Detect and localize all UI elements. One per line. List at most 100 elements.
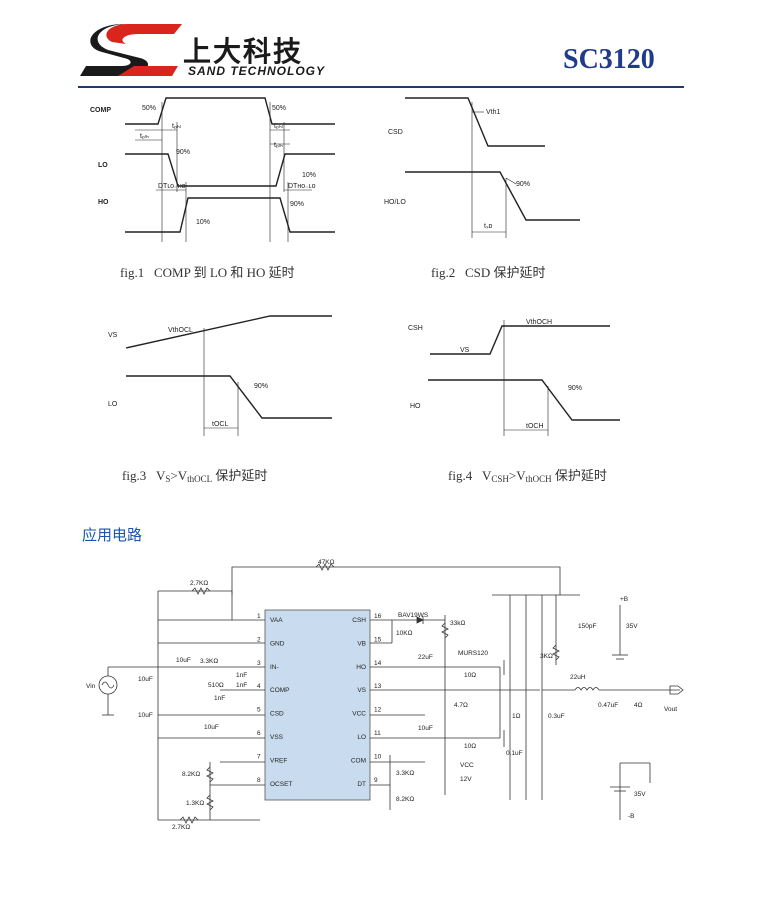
c-1nf-a-label: 1nF [236, 672, 247, 679]
vcc-label: VCC [460, 762, 474, 769]
fig1-label-50a: 50% [142, 105, 156, 112]
pb-label: +B [620, 596, 628, 603]
v35b-label: 35V [634, 791, 646, 798]
c-10u-e-label: 10uF [418, 725, 433, 732]
fig1-label-90b: 90% [290, 201, 304, 208]
r-82kb-label: 8.2KΩ [396, 796, 414, 803]
ic-pin-number: 11 [374, 730, 381, 737]
fig2-label-tsd: tₛᴅ [484, 223, 493, 230]
r-27a-label: 2.7KΩ [190, 580, 208, 587]
fig1-label-dt2: DTʜᴏ₋ʟᴏ [288, 183, 316, 190]
ic-pin-name: CSD [270, 711, 284, 718]
ic-pin-name: VSS [270, 734, 284, 741]
fig1-label-90a: 90% [176, 149, 190, 156]
fig1-caption: fig.1 COMP 到 LO 和 HO 延时 [120, 265, 295, 280]
fig1-label-10b: 10% [196, 219, 210, 226]
c-22u-label: 22uF [418, 654, 433, 661]
sand-logo-icon [80, 24, 182, 76]
fig1-label-50b: 50% [272, 105, 286, 112]
fig4-label-90: 90% [568, 385, 582, 392]
r-10b-label: 10Ω [464, 743, 476, 750]
ic-pin-number: 12 [374, 707, 382, 714]
c-03u-label: 0.3uF [548, 713, 565, 720]
mur-label: MURS120 [458, 650, 488, 657]
ic-pin-number: 4 [257, 683, 261, 690]
section-title: 应用电路 [82, 526, 143, 544]
ic-pin-number: 2 [257, 636, 261, 643]
header-rule [78, 86, 684, 88]
r-33kb-label: 3.3KΩ [396, 770, 414, 777]
r-13k-label: 1.3KΩ [186, 800, 204, 807]
fig1-label-10a: 10% [302, 172, 316, 179]
fig4-label-toch: tOCH [526, 423, 544, 430]
r-4-label: 4Ω [634, 702, 643, 709]
c-01u-label: 0.1uF [506, 750, 523, 757]
model-number: SC3120 [563, 44, 655, 75]
l-22u-label: 22uH [570, 674, 586, 681]
r-82k-label: 8.2KΩ [182, 771, 200, 778]
ic-pin-name: VREF [270, 757, 287, 764]
r-3k-label: 3KΩ [540, 653, 553, 660]
fig4-label-csh: CSH [408, 325, 423, 332]
ic-pin-name: LO [357, 734, 366, 741]
ic-pin-name: VAA [270, 617, 283, 624]
ic-pin-name: CSH [352, 617, 366, 624]
r-10a-label: 10Ω [464, 672, 476, 679]
fig1-label-lo: LO [98, 162, 108, 169]
fig1-label-t2: tₚₗₕ [140, 133, 149, 140]
v12-label: 12V [460, 776, 472, 783]
fig4-label-vs: VS [460, 347, 470, 354]
v35a-label: 35V [626, 623, 638, 630]
r-top-label: 47KΩ [318, 559, 335, 566]
fig3-timing-diagram: VS LO VthOCL 90% tOCL [108, 315, 332, 436]
fig1-label-t1: tₚₕₗ [172, 123, 181, 130]
ic-pin-number: 7 [257, 753, 261, 760]
c-10uf-c-label: 10uF [138, 712, 153, 719]
ic-pin-number: 9 [374, 777, 378, 784]
fig2-timing-diagram: CSD HO/LO Vth1 90% tₛᴅ [384, 97, 580, 238]
ic-pin-number: 10 [374, 753, 382, 760]
nb-label: -B [628, 813, 635, 820]
fig4-caption: fig.4 VCSH>VthOCH 保护延时 [448, 468, 607, 484]
fig1-label-comp: COMP [90, 107, 111, 114]
r-1-label: 1Ω [512, 713, 521, 720]
fig3-label-vth: VthOCL [168, 327, 193, 334]
c-10uf-d-label: 10uF [204, 724, 219, 731]
fig3-label-vs: VS [108, 332, 118, 339]
fig2-label-90: 90% [516, 181, 530, 188]
c-1nf-b-label: 1nF [236, 682, 247, 689]
ic-pin-name: VB [357, 640, 366, 647]
r-47-label: 4.7Ω [454, 702, 468, 709]
fig4-timing-diagram: CSH VS HO VthOCH 90% tOCH [408, 319, 620, 436]
diode-label: BAV19WS [398, 612, 429, 619]
logo-english: SAND TECHNOLOGY [188, 64, 326, 78]
fig3-caption: fig.3 VS>VthOCL 保护延时 [122, 468, 268, 484]
fig3-label-tocl: tOCL [212, 421, 228, 428]
fig1-label-dt1: DTʟᴏ₋ʜᴏ [158, 183, 186, 190]
fig2-label-vth1: Vth1 [486, 109, 501, 116]
c-10uf-a-label: 10uF [176, 657, 191, 664]
r-33k-label: 3.3KΩ [200, 658, 218, 665]
c-150p-label: 150pF [578, 623, 596, 630]
vin-label: Vin [86, 683, 96, 690]
r-510-label: 510Ω [208, 682, 224, 689]
ic-pin-number: 6 [257, 730, 261, 737]
ic-pin-name: COMP [270, 687, 290, 694]
ic-pin-number: 13 [374, 683, 382, 690]
fig3-label-lo: LO [108, 401, 118, 408]
c-1nf-c-label: 1nF [214, 695, 225, 702]
ic-pin-name: DT [357, 781, 366, 788]
fig2-caption: fig.2 CSD 保护延时 [431, 265, 546, 280]
ic-pin-name: VCC [352, 711, 366, 718]
ic-pin-name: GND [270, 640, 285, 647]
ic-pin-number: 5 [257, 707, 261, 714]
ic-pin-name: HO [356, 664, 366, 671]
c-10uf-b-label: 10uF [138, 676, 153, 683]
vout-label: Vout [664, 706, 677, 713]
fig1-label-ho: HO [98, 199, 109, 206]
logo-chinese: 上大科技 [183, 35, 304, 68]
ic-pin-number: 1 [257, 613, 261, 620]
